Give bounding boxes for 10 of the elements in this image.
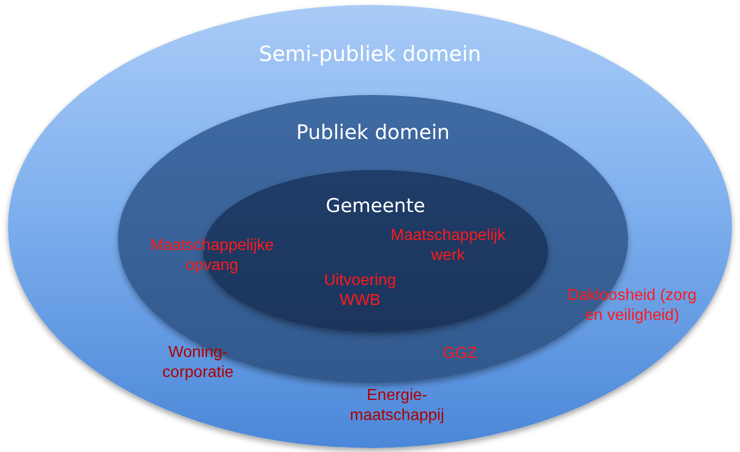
domain-title: Publiek domein	[296, 119, 450, 146]
region-label: Dakloosheid (zorg en veiligheid)	[566, 286, 698, 326]
region-label: Maatschappelijk werk	[390, 226, 506, 266]
region-label: Energie- maatschappij	[348, 386, 446, 426]
region-label: GGZ	[442, 344, 478, 364]
region-label: Maatschappelijke opvang	[149, 236, 275, 276]
domain-title: Semi-publiek domein	[258, 41, 482, 68]
domain-title: Gemeente	[326, 194, 426, 219]
region-label: Uitvoering WWB	[322, 271, 398, 311]
region-label: Woning- corporatie	[161, 343, 235, 383]
